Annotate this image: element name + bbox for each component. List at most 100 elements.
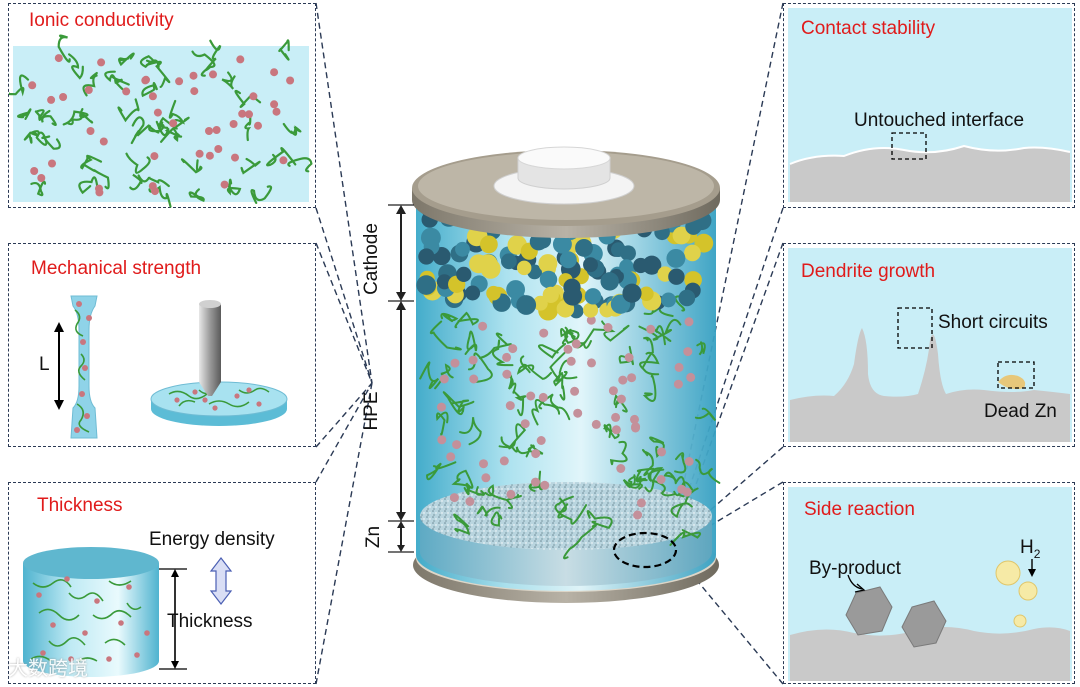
ion-particle (636, 498, 646, 508)
ion-particle (620, 245, 636, 262)
ion-particle (591, 419, 601, 429)
polymer-chain (467, 352, 493, 383)
polymer-chain (139, 55, 160, 69)
length-label: L (39, 354, 50, 375)
polymer-chain (278, 39, 290, 61)
polymer-chain (674, 452, 687, 474)
polymer-chain (464, 330, 478, 355)
polymer-chain (205, 39, 222, 72)
polymer-chain (104, 70, 124, 91)
thick-cylinder-illustration (23, 547, 233, 677)
ion-particle (600, 272, 619, 291)
ion-particle (618, 375, 628, 385)
ion-particle (563, 286, 583, 306)
energy-density-label: Energy density (149, 529, 275, 550)
ion-particle (619, 259, 634, 274)
ion-particle (97, 58, 106, 67)
polymer-chain (282, 122, 302, 136)
polymer-chain (512, 390, 527, 417)
polymer-chain (553, 370, 568, 387)
polymer-chain (148, 121, 165, 133)
polymer-chain (453, 513, 470, 536)
ion-particle (531, 477, 540, 487)
ion-particle (37, 174, 46, 182)
ion-particle (616, 394, 626, 404)
ion-particle (694, 233, 714, 253)
polymer-chain (563, 523, 598, 560)
polymer-chain (694, 407, 717, 422)
ion-particle (575, 238, 593, 257)
ion-particle (249, 92, 258, 101)
polymer-chain (9, 74, 30, 97)
polymer-chain (490, 511, 503, 527)
ion-particle (570, 386, 580, 396)
polymer-chain (642, 374, 657, 402)
side-reaction-title: Side reaction (804, 499, 915, 520)
ion-particle (538, 254, 558, 273)
ion-particle (272, 107, 281, 116)
polymer-chain (504, 493, 522, 510)
ion-particle (205, 127, 213, 135)
ion-particle (99, 137, 108, 146)
ion-particle (30, 167, 39, 175)
watermark-text: 大数跨境 (8, 658, 88, 680)
ion-particle (148, 92, 157, 101)
ion-particle (571, 339, 581, 349)
ion-particle (531, 449, 541, 459)
polymer-chain (696, 341, 706, 356)
ion-particle (270, 68, 279, 77)
ion-particle (539, 328, 549, 338)
ion-particle (456, 266, 472, 283)
ion-particle (439, 374, 449, 384)
tensile-puncture-illustration (54, 295, 288, 439)
ion-particle (153, 108, 162, 117)
ion-particle (220, 180, 229, 189)
ion-particle (622, 283, 642, 303)
ion-particle (47, 95, 56, 104)
ion-particle (231, 153, 239, 162)
ion-particle (630, 414, 639, 424)
ion-particle (573, 408, 583, 418)
ion-particle (212, 126, 221, 134)
dendrite-growth-panel: Dendrite growth Short circuits Dead Zn (783, 243, 1075, 447)
polymer-chain (537, 342, 567, 359)
ion-particle (150, 152, 159, 161)
polymer-chain (191, 50, 216, 77)
polymer-chain (30, 130, 48, 146)
polymer-chain (638, 318, 682, 341)
ion-particle (661, 292, 676, 308)
ion-particle (175, 77, 184, 86)
polymer-chain (635, 467, 655, 483)
polymer-chain (642, 448, 654, 477)
ion-particle (538, 392, 548, 402)
polymer-chain (476, 505, 501, 517)
zn-label: Zn (363, 525, 384, 549)
ion-particle (532, 295, 548, 311)
ion-particle (465, 497, 475, 506)
polymer-chain (221, 71, 236, 90)
ion-particle (639, 286, 654, 302)
polymer-chain (559, 373, 578, 401)
polymer-chain (609, 440, 628, 466)
side-reaction-panel: Side reaction By-product H2 (783, 482, 1075, 684)
ion-particle (502, 352, 512, 362)
polymer-chain (639, 351, 660, 376)
ion-particle (95, 188, 104, 197)
ion-particle (468, 355, 478, 365)
thickness-panel: Thickness Energy density Thickness (8, 482, 316, 684)
contact-stability-title: Contact stability (801, 18, 936, 39)
ion-particle (684, 457, 694, 466)
ion-particle (480, 235, 498, 254)
polymer-chain (160, 126, 183, 143)
polymer-chain (23, 131, 39, 144)
ion-particle (190, 87, 199, 96)
dead-zn-label: Dead Zn (984, 401, 1057, 422)
ion-particle (559, 251, 577, 269)
polymer-chain (586, 510, 613, 529)
ion-particle (478, 321, 488, 331)
thickness-label: Thickness (167, 611, 253, 632)
ion-particle (209, 70, 217, 79)
polymer-chain (560, 326, 569, 345)
ion-particle (286, 76, 295, 85)
ion-particle (611, 412, 621, 422)
